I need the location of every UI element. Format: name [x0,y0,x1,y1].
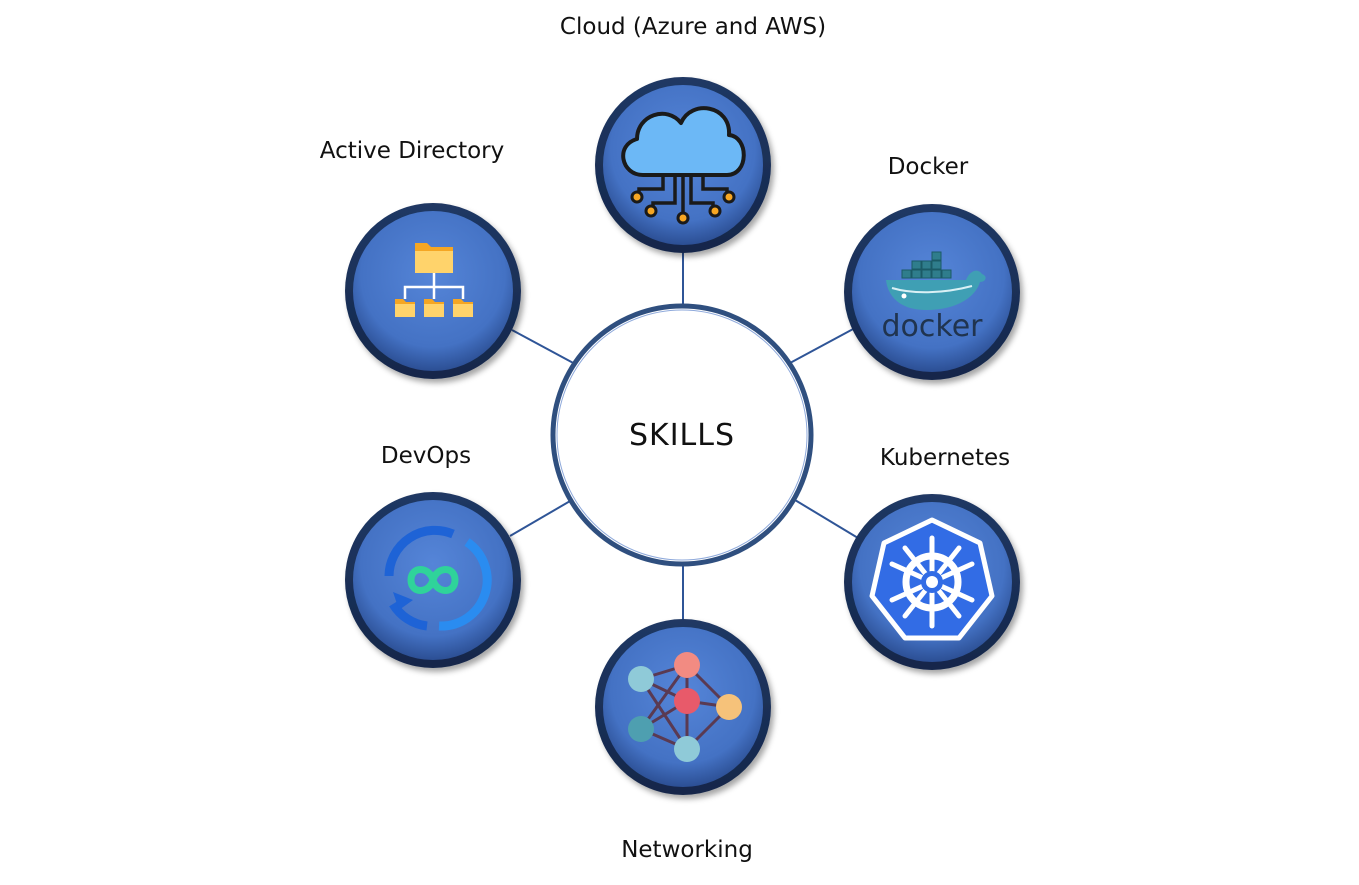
docker-wordmark: docker [882,309,984,344]
label-devops: DevOps [380,443,472,469]
devops-infinity-icon [384,525,492,631]
node-cloud [595,77,771,253]
docker-whale-icon: docker [882,251,986,344]
connector-active-directory [511,329,578,366]
label-active-directory: Active Directory [319,138,505,164]
center-label: SKILLS [628,418,736,453]
node-networking [595,619,771,795]
node-devops [345,492,521,668]
label-kubernetes: Kubernetes [879,445,1011,471]
connector-docker [789,327,856,364]
network-nodes-icon [628,652,742,762]
connector-devops [509,496,578,537]
node-docker: docker [844,204,1020,380]
cloud-network-icon [621,106,746,225]
label-networking: Networking [621,837,753,863]
label-cloud: Cloud (Azure and AWS) [559,14,827,40]
center-node [550,303,814,567]
node-active-directory [345,203,521,379]
node-kubernetes [844,494,1020,670]
label-docker: Docker [887,154,969,180]
connectors [509,252,859,620]
kubernetes-helm-icon [869,517,995,641]
folder-tree-icon [395,243,473,317]
connector-kubernetes [789,496,859,539]
